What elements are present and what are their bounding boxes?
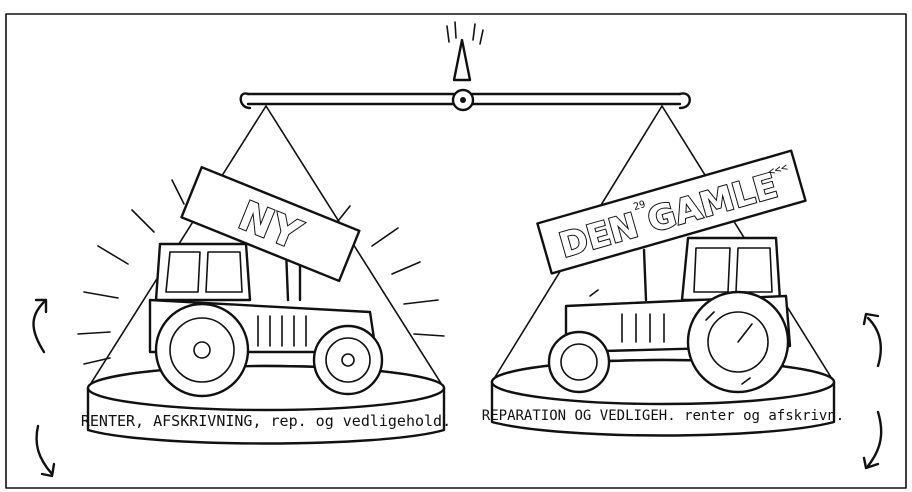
pointer-motion-marks <box>447 22 483 44</box>
rocking-arrows-left <box>34 300 55 476</box>
rocking-arrows-right <box>864 314 881 468</box>
balance-beam <box>241 40 690 110</box>
left-pan: NY RENTER, AFSKRIVNING, rep. og vedligeh… <box>78 106 451 444</box>
right-pan-label: REPARATION OG VEDLIGEH. renter og afskri… <box>482 408 844 424</box>
left-pan-label: RENTER, AFSKRIVNING, rep. og vedligehold… <box>81 412 451 430</box>
right-pan: DEN GAMLE 29 <<< REPARATION OG VEDLIGEH.… <box>482 106 844 436</box>
